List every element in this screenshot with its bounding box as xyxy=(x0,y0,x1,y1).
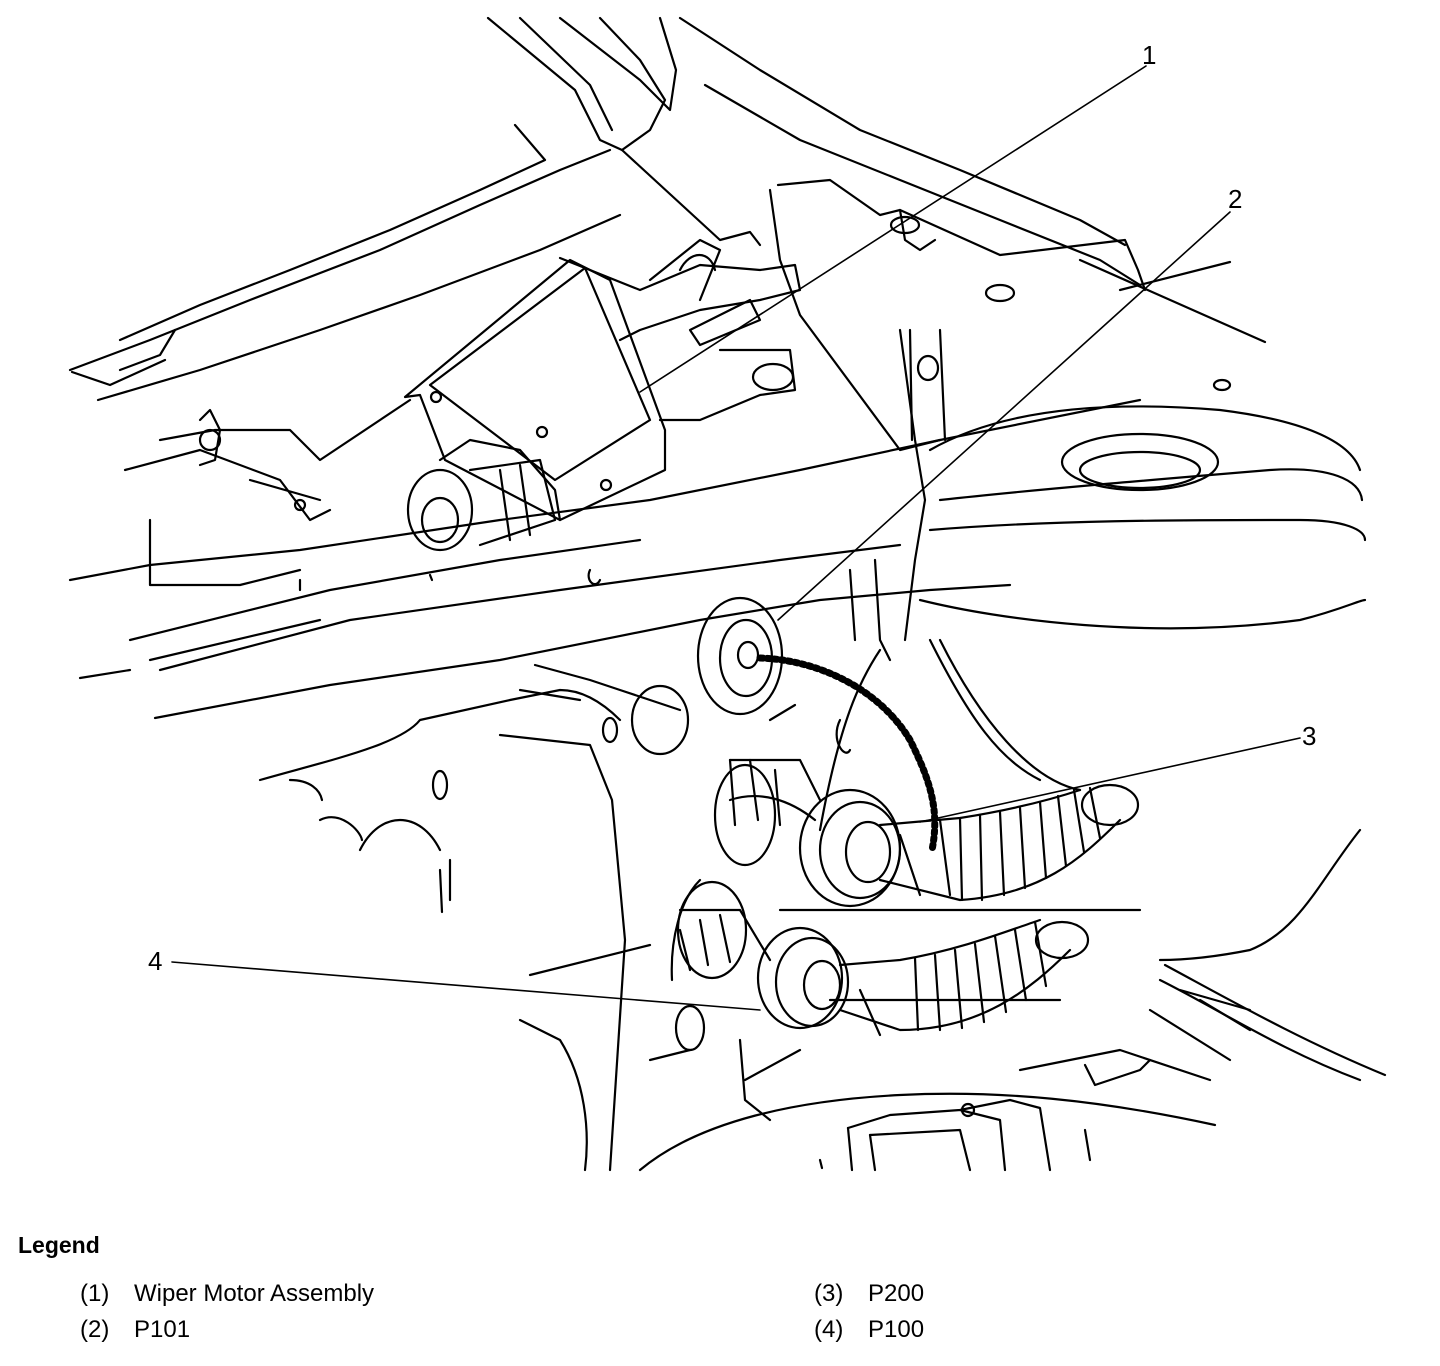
legend-item-number: (3) xyxy=(814,1280,844,1307)
callout-1: 1 xyxy=(1142,40,1156,70)
legend-item-label: P101 xyxy=(134,1316,191,1343)
lower-firewall xyxy=(258,648,882,1172)
wiring-location-diagram: 1 2 3 4 xyxy=(68,16,1387,1172)
callout-leaders xyxy=(171,65,1301,1011)
leader-line-2 xyxy=(777,211,1231,621)
grommet-p100 xyxy=(676,880,1090,1037)
legend-title: Legend xyxy=(18,1232,100,1258)
legend: Legend (1) Wiper Motor Assembly (2) P101 (… xyxy=(0,1226,1440,1366)
legend-item-number: (4) xyxy=(814,1316,844,1343)
strut-tower xyxy=(918,405,1367,792)
legend-item-wiper-motor-assembly: (1) Wiper Motor Assembly xyxy=(80,1280,374,1308)
diagram-illustration: 1 2 3 4 xyxy=(68,16,1387,1172)
leader-line-1 xyxy=(639,65,1147,393)
legend-item-p101: (2) P101 xyxy=(80,1316,190,1344)
leader-line-4 xyxy=(171,961,761,1011)
legend-item-number: (1) xyxy=(80,1280,110,1307)
grommet-p200 xyxy=(713,758,1140,908)
firewall-ledge xyxy=(68,328,1142,720)
legend-item-p200: (3) P200 xyxy=(814,1280,924,1308)
wiper-motor-assembly xyxy=(123,238,802,587)
legend-item-number: (2) xyxy=(80,1316,110,1343)
grommet-p101 xyxy=(696,596,939,854)
legend-item-p100: (4) P100 xyxy=(814,1316,924,1344)
callout-3: 3 xyxy=(1302,721,1316,751)
lower-module xyxy=(638,1038,1217,1172)
fender-lower xyxy=(778,828,1387,1087)
leader-line-3 xyxy=(919,737,1301,823)
legend-item-label: Wiper Motor Assembly xyxy=(134,1280,375,1307)
callout-4: 4 xyxy=(148,946,162,976)
legend-item-label: P200 xyxy=(868,1280,925,1307)
callout-labels: 1 2 3 4 xyxy=(148,40,1316,976)
windshield-cowl-outline xyxy=(68,16,1142,402)
callout-2: 2 xyxy=(1228,184,1242,214)
cowl-panel xyxy=(620,148,1267,452)
legend-item-label: P100 xyxy=(868,1316,925,1343)
